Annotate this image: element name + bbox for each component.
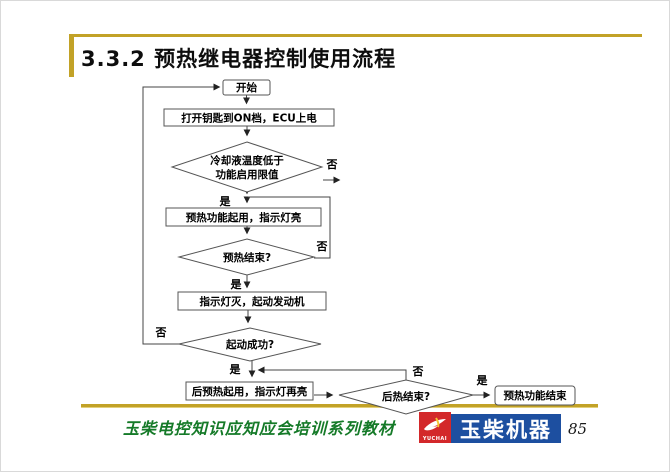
end-node-label: 预热功能结束 <box>504 389 567 402</box>
start-success-label: 起动成功? <box>225 338 274 351</box>
lamp-off-box <box>177 291 327 311</box>
afterheat-on-label: 后预热起用，指示灯再亮 <box>192 385 308 398</box>
preheat-on-label: 预热功能起用，指示灯亮 <box>186 211 302 224</box>
yuchai-logo-blue-wordmark: 玉柴机器 <box>451 414 561 443</box>
yuchai-logo-red-emblem: YUCHAI <box>419 412 451 443</box>
preheat-on-box <box>165 207 322 227</box>
preheat-done-label: 预热结束? <box>223 251 271 264</box>
yuchai-brand-en: YUCHAI <box>422 436 448 442</box>
key-on-node-label: 打开钥匙到ON档，ECU上电 <box>181 112 317 125</box>
page-title: 3.3.2 预热继电器控制使用流程 <box>81 47 397 71</box>
footer-course-title: 玉柴电控知识应知应会培训系列教材 <box>122 419 395 438</box>
title-accent-bar <box>69 34 74 77</box>
label-yes-startsuccess: 是 <box>229 363 242 376</box>
end-node-box <box>494 385 576 406</box>
key-on-node-box <box>163 108 335 127</box>
end-node: 预热功能结束 <box>494 385 576 406</box>
afterheat-done-shape <box>338 379 474 415</box>
lamp-off-label: 指示灯灭，起动发动机 <box>200 295 305 308</box>
yuchai-bird-icon <box>424 417 446 431</box>
label-no-preheatdone: 否 <box>316 240 328 253</box>
afterheat-on-node: 后预热起用，指示灯再亮 <box>185 381 314 401</box>
edge-start-fail-loop <box>142 83 221 345</box>
label-yes-preheatdone: 是 <box>230 278 243 291</box>
yuchai-brand-cn: 玉柴机器 <box>460 417 552 442</box>
preheat-done-diamond: 预热结束? <box>177 238 316 276</box>
start-success-diamond: 起动成功? <box>178 327 322 362</box>
key-on-node: 打开钥匙到ON档，ECU上电 <box>163 108 335 127</box>
edge-preheatdone-no-loop <box>248 196 331 259</box>
coolant-check-line1: 冷却液温度低于 <box>210 154 284 167</box>
afterheat-on-box <box>185 381 314 401</box>
preheat-on-node: 预热功能起用，指示灯亮 <box>165 207 322 227</box>
lamp-off-node: 指示灯灭，起动发动机 <box>177 291 327 311</box>
start-node-label: 开始 <box>236 81 257 94</box>
title-top-rule <box>69 34 642 37</box>
start-success-shape <box>178 327 322 362</box>
label-no-afterheatdone: 否 <box>412 365 424 378</box>
afterheat-done-label: 后热结束? <box>382 390 430 403</box>
edge-afterheatdone-no-loop <box>257 366 407 380</box>
label-no-coolant: 否 <box>326 158 338 171</box>
label-yes-coolant: 是 <box>219 195 232 208</box>
afterheat-done-diamond: 后热结束? <box>338 379 474 415</box>
label-no-startsuccess: 否 <box>155 326 167 339</box>
coolant-check-line2: 功能启用限值 <box>216 168 279 181</box>
footer-rule <box>81 404 598 408</box>
coolant-check-diamond: 冷却液温度低于 功能启用限值 <box>170 141 324 193</box>
label-yes-afterheatdone: 是 <box>476 374 489 387</box>
coolant-check-shape <box>170 141 324 193</box>
start-node: 开始 <box>222 79 271 96</box>
preheat-done-shape <box>177 238 316 276</box>
page-number: 85 <box>568 420 588 438</box>
yuchai-logo: YUCHAI 玉柴机器 <box>419 412 561 444</box>
start-node-box <box>222 79 271 96</box>
